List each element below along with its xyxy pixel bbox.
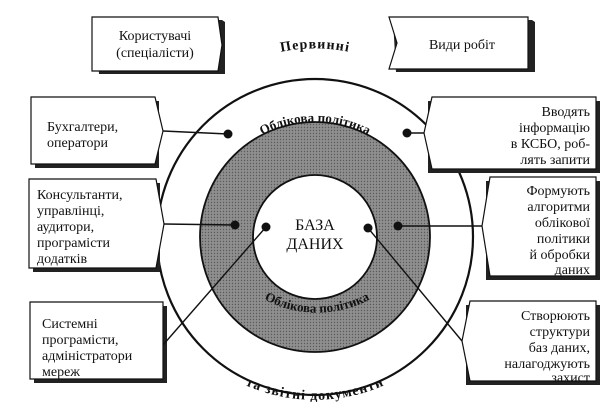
left-box-2: Консультанти, управлінці, аудитори, прог… (28, 178, 165, 272)
right-box-2-line6: даних (555, 263, 590, 278)
left-box-1-line2: оператори (47, 136, 108, 151)
left-box-2-line3: аудитори, (37, 220, 94, 235)
left-box-3-line3: адміністратори (42, 349, 133, 364)
right-box-3-line4: налагоджують (504, 357, 590, 372)
header-right-line1: Види робіт (429, 38, 495, 53)
connector-left-3 (162, 226, 267, 346)
outer-ring-top-label: Первинні (279, 37, 351, 55)
dot-left-1 (223, 129, 233, 139)
right-box-3: Створюють структури баз даних, налагоджу… (461, 300, 600, 386)
right-box-1-line3: в КСБО, роб- (511, 137, 591, 152)
right-box-2: Формують алгоритми облікової політики й … (481, 176, 600, 280)
left-box-3: Системні програмісти, адміністратори мер… (29, 301, 167, 383)
left-box-3-line4: мереж (42, 365, 80, 380)
left-box-3-line2: програмісти, (42, 333, 119, 348)
left-box-2-line2: управлінці, (37, 204, 104, 219)
dot-right-3 (363, 223, 373, 233)
left-box-3-line1: Системні (42, 317, 98, 332)
dot-left-3 (261, 222, 271, 232)
right-box-1: Вводять інформацію в КСБО, роб- лять зап… (423, 96, 600, 173)
right-box-2-line2: алгоритми (527, 200, 590, 215)
database-core (252, 174, 378, 300)
right-box-2-line5: й обробки (529, 248, 590, 263)
header-left-line1: Користувачі (119, 29, 191, 44)
left-box-1: Бухгалтери, оператори (30, 96, 164, 168)
right-box-3-line3: баз даних, (529, 341, 590, 356)
header-left-line2: (спеціалісти) (116, 46, 194, 61)
left-box-1-line1: Бухгалтери, (47, 120, 118, 135)
right-box-2-line3: облікової (535, 216, 590, 231)
center-label-line1: БАЗА (295, 217, 335, 234)
right-box-3-line1: Створюють (521, 309, 590, 324)
right-box-1-line4: лять запити (520, 153, 590, 168)
connector-left-2 (163, 223, 236, 226)
dot-right-1 (402, 128, 412, 138)
connector-right-3 (367, 227, 463, 342)
header-left-box (91, 16, 223, 72)
center-label-line2: ДАНИХ (286, 236, 344, 253)
left-box-2-line4: програмісти (37, 236, 111, 251)
right-box-1-line2: інформацію (519, 121, 590, 136)
dot-left-2 (230, 220, 240, 230)
dot-right-2 (393, 221, 403, 231)
left-box-2-line5: додатків (37, 252, 88, 267)
header-right-box (388, 16, 529, 70)
right-box-3-line5: захист (551, 371, 590, 386)
connector-left-1 (162, 130, 229, 135)
right-box-2-line1: Формують (527, 184, 591, 199)
right-box-2-line4: політики (537, 232, 591, 247)
right-box-1-line1: Вводять (541, 105, 590, 120)
left-box-2-line1: Консультанти, (37, 188, 123, 203)
right-box-3-line2: структури (530, 325, 591, 340)
